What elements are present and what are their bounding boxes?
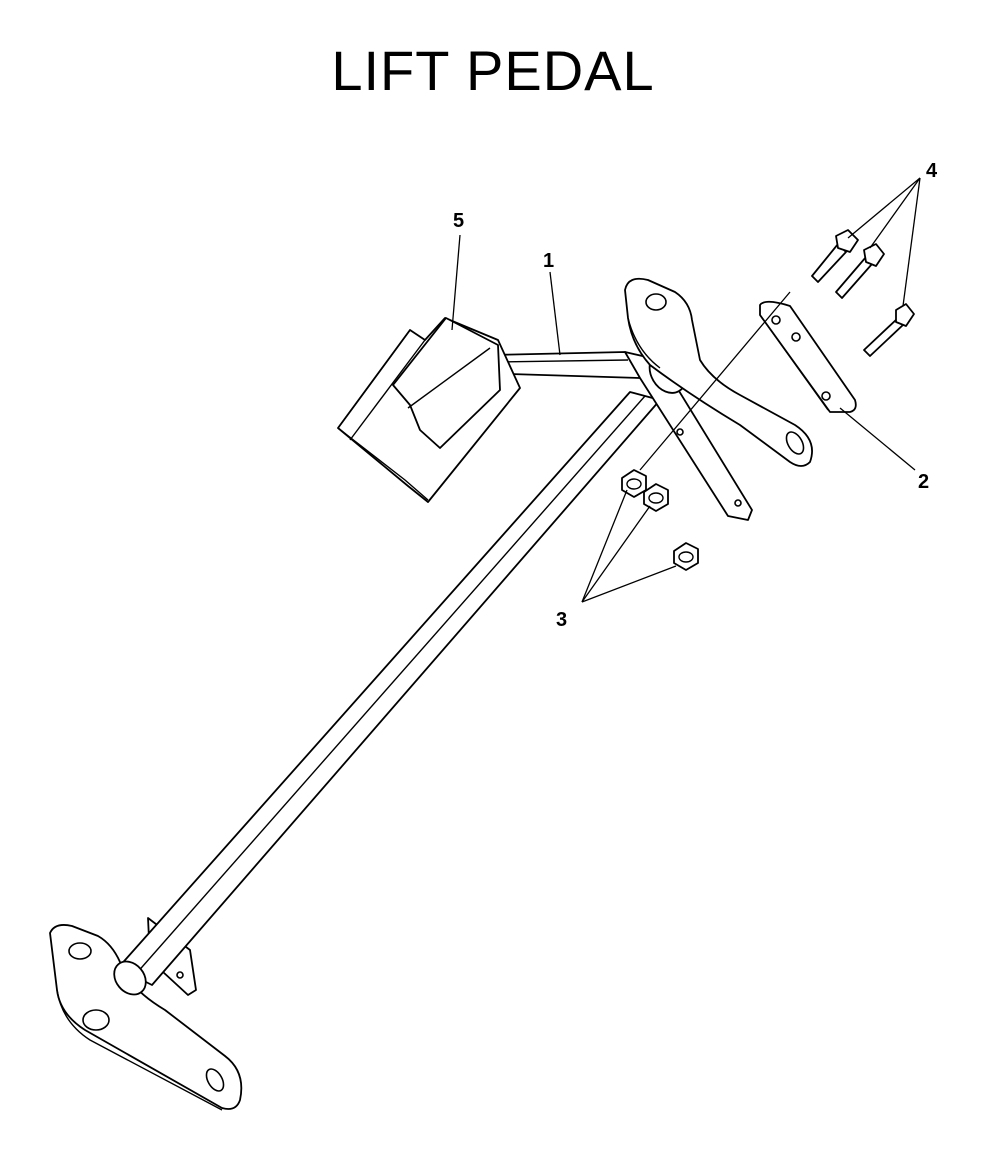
lock-nuts — [621, 469, 699, 571]
right-pivot-arm — [624, 277, 813, 467]
mounting-plate — [759, 300, 857, 413]
leader-lines — [451, 177, 921, 603]
callout-2: 2 — [918, 471, 929, 493]
pedal-shaft-tube — [113, 391, 661, 996]
page-title: LIFT PEDAL — [331, 39, 655, 102]
cap-screws — [811, 229, 915, 357]
pedal-pad — [337, 317, 521, 503]
callout-5: 5 — [453, 210, 464, 232]
callout-3: 3 — [556, 609, 567, 631]
callout-1: 1 — [543, 250, 554, 272]
left-pivot-arm — [49, 924, 243, 1111]
callout-4: 4 — [926, 160, 938, 182]
